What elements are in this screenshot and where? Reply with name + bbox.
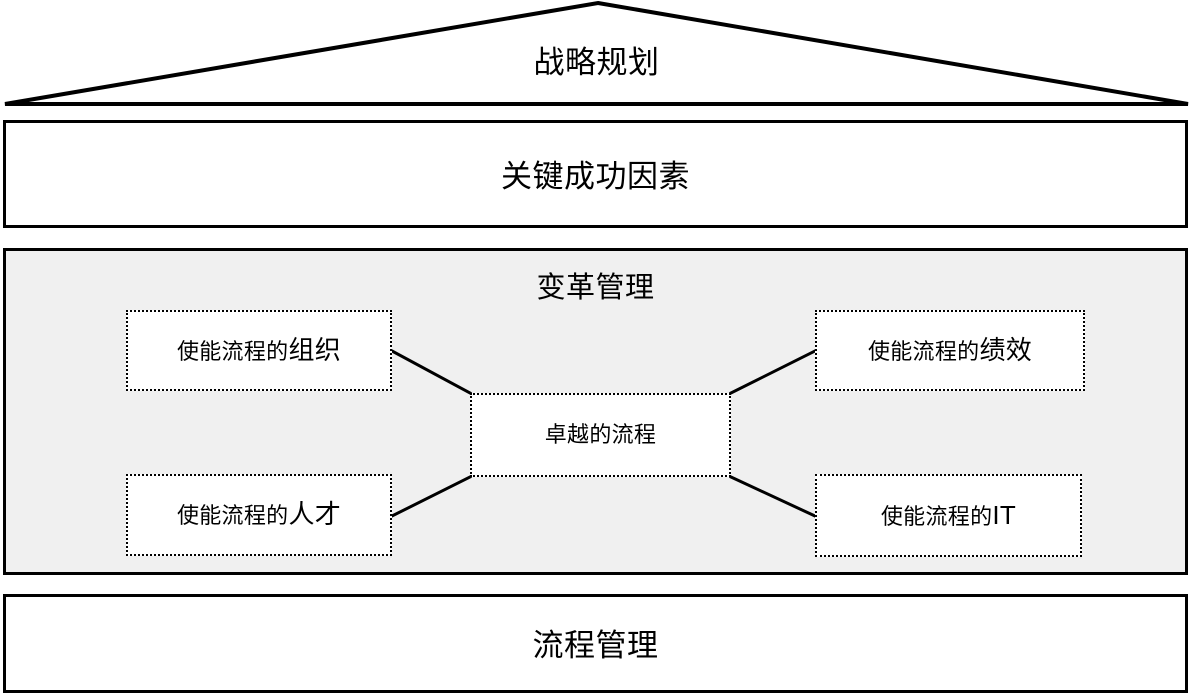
enabler-talent-emphasis: 人才 bbox=[288, 499, 342, 529]
enabler-performance-emphasis: 绩效 bbox=[979, 334, 1033, 365]
process-excellence-label: 卓越的流程 bbox=[544, 422, 657, 447]
enabler-it-emphasis: IT bbox=[992, 499, 1017, 530]
process-management-label: 流程管理 bbox=[532, 628, 659, 663]
roof-triangle-icon bbox=[4, 0, 1189, 106]
process-excellence-box[interactable]: 卓越的流程 bbox=[470, 393, 731, 477]
enabler-performance-label: 使能流程的绩效 bbox=[868, 335, 1032, 367]
enabler-performance-prefix: 使能流程的 bbox=[867, 338, 980, 364]
strategic-planning-label: 战略规划 bbox=[533, 45, 660, 80]
change-management-title: 变革管理 bbox=[536, 272, 655, 304]
enabler-organization-label: 使能流程的组织 bbox=[177, 335, 341, 367]
enabler-talent-box[interactable]: 使能流程的人才 bbox=[126, 474, 392, 556]
enabler-performance-box[interactable]: 使能流程的绩效 bbox=[815, 310, 1085, 391]
enabler-talent-label: 使能流程的人才 bbox=[177, 499, 341, 531]
enabler-it-prefix: 使能流程的 bbox=[880, 503, 993, 529]
enabler-it-label: 使能流程的IT bbox=[881, 500, 1016, 532]
enabler-organization-prefix: 使能流程的 bbox=[176, 338, 289, 364]
roof-shape: 战略规划 bbox=[0, 0, 1193, 112]
enabler-it-box[interactable]: 使能流程的IT bbox=[815, 474, 1082, 557]
enabler-organization-emphasis: 组织 bbox=[288, 334, 342, 365]
process-management-band[interactable]: 流程管理 bbox=[3, 594, 1188, 693]
enabler-talent-prefix: 使能流程的 bbox=[176, 503, 289, 528]
critical-success-factors-label: 关键成功因素 bbox=[501, 159, 690, 194]
enabler-organization-box[interactable]: 使能流程的组织 bbox=[126, 310, 392, 391]
critical-success-factors-band[interactable]: 关键成功因素 bbox=[3, 120, 1188, 228]
